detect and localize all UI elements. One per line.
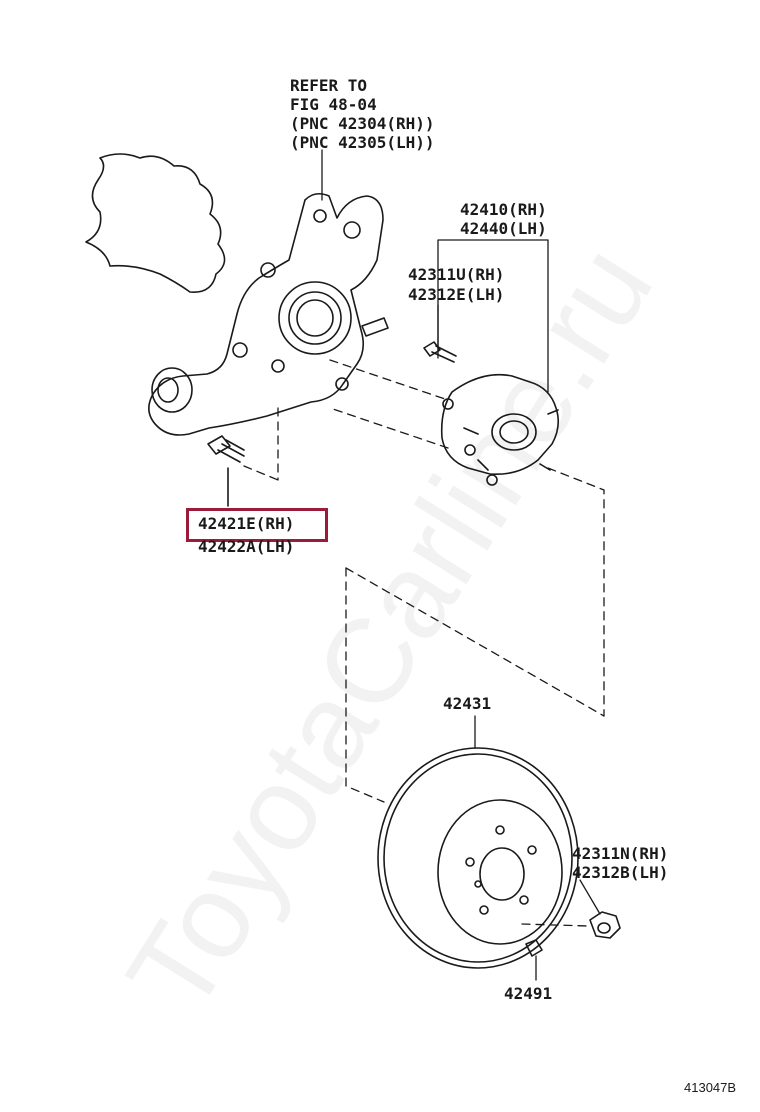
brake-disc — [377, 747, 579, 969]
refer-line-4[interactable]: (PNC 42305(LH)) — [290, 133, 435, 152]
refer-line-3[interactable]: (PNC 42304(RH)) — [290, 114, 435, 133]
part-label-42491[interactable]: 42491 — [504, 984, 553, 1003]
disc-screw — [525, 939, 543, 957]
refer-line-2: FIG 48-04 — [290, 95, 377, 114]
hub-nut — [589, 911, 621, 939]
figure-number: 413047B — [684, 1080, 737, 1095]
part-label-42311n[interactable]: 42311N(RH) — [572, 844, 669, 863]
body-cutaway-outline — [85, 153, 226, 293]
part-label-42312e[interactable]: 42312E(LH) — [408, 285, 505, 304]
part-label-42312b[interactable]: 42312B(LH) — [572, 863, 669, 882]
axle-hub-assembly — [440, 373, 560, 486]
part-label-42422a[interactable]: 42422A(LH) — [198, 537, 295, 556]
part-label-42410[interactable]: 42410(RH) — [460, 200, 547, 219]
part-label-42431[interactable]: 42431 — [443, 694, 492, 713]
part-label-42440[interactable]: 42440(LH) — [460, 219, 547, 238]
steering-knuckle — [148, 192, 389, 436]
part-label-42421e[interactable]: 42421E(RH) — [198, 514, 295, 533]
hub-bolt — [423, 341, 457, 363]
knuckle-bolt — [207, 435, 245, 507]
selected-part-highlight — [186, 508, 328, 542]
part-label-42311u[interactable]: 42311U(RH) — [408, 265, 505, 284]
refer-line-1: REFER TO — [290, 76, 368, 95]
